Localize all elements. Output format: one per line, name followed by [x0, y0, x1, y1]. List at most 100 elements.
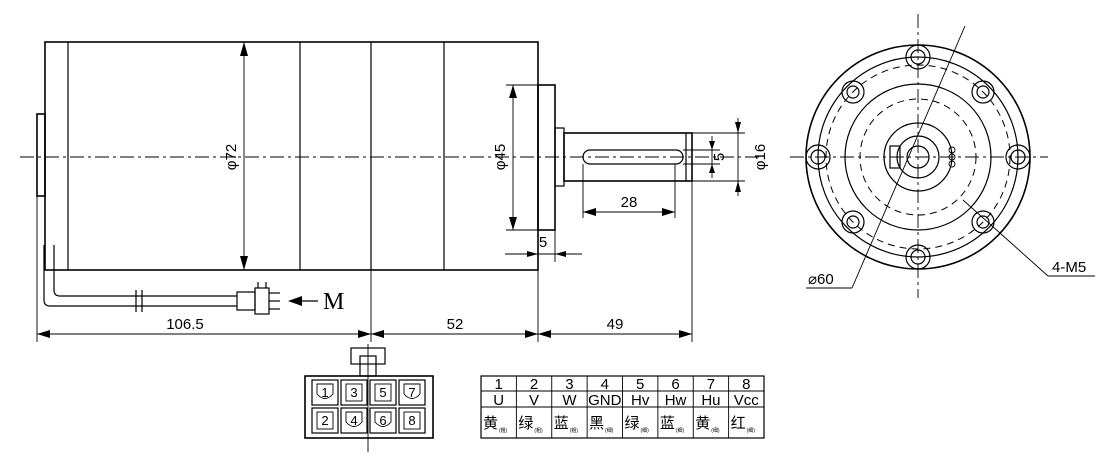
- pin-wire-color: 绿: [625, 415, 640, 432]
- connector-pin-6: 6: [369, 407, 397, 434]
- pin-signal-cell: Hu: [701, 392, 720, 409]
- pin-wire-gauge: (细): [641, 427, 650, 434]
- pin-signal-cell: GND: [588, 392, 622, 409]
- cable-outer: [43, 245, 237, 307]
- connector-pin-number: 3: [350, 385, 357, 400]
- pin-signal-cell: Vcc: [734, 392, 760, 409]
- pin-number-cell: 5: [636, 376, 644, 393]
- pin-signal-cell: W: [562, 392, 577, 409]
- dim-arrow: [527, 251, 538, 257]
- dim-arrow: [583, 208, 596, 216]
- connector-pin-number: 5: [379, 385, 386, 400]
- connector-label: M: [323, 289, 344, 315]
- dim-arrow: [538, 330, 551, 338]
- pin-signal-cell: Hw: [665, 392, 687, 409]
- dim-arrow: [709, 141, 715, 150]
- pin-color-cell: 黄(粗): [483, 415, 508, 434]
- front-view: ⌀60 4-M5: [790, 14, 1095, 298]
- pin-color-cell: 蓝(粗): [554, 415, 579, 434]
- pin-number-cell: 3: [565, 376, 573, 393]
- setscrew: [948, 160, 956, 168]
- side-view: φ72 φ45 5 φ16 28 5: [20, 41, 769, 342]
- connector-housing: [254, 287, 270, 315]
- setscrew: [948, 153, 956, 161]
- gearbox-length-label: 52: [447, 316, 464, 333]
- pin-wire-color: 蓝: [660, 415, 675, 432]
- output-shaft: [563, 132, 693, 182]
- pin-number-cell: 4: [601, 376, 609, 393]
- connector-pin-number: 8: [408, 413, 415, 428]
- connector-pin-number: 4: [350, 413, 357, 428]
- pin-wire-color: 黄: [695, 415, 710, 432]
- flange-diameter-label: φ45: [492, 144, 509, 170]
- pin-number-cell: 7: [707, 376, 715, 393]
- key-length-label: 28: [621, 194, 638, 211]
- setscrew: [948, 146, 956, 154]
- pin-number-cell: 1: [495, 376, 503, 393]
- connector-pin-number: 2: [321, 413, 328, 428]
- pin-wire-gauge: (细): [747, 427, 756, 434]
- bearing-ring: [883, 122, 953, 192]
- connector-pin-4: 4: [340, 407, 368, 434]
- dim-arrow: [735, 181, 741, 192]
- pin-wire-color: 红: [731, 415, 746, 432]
- dim-arrow: [555, 251, 566, 257]
- pin-color-cell: 黑(细): [589, 415, 614, 434]
- inner-boss: [844, 83, 992, 231]
- key-end: [889, 145, 901, 169]
- dim-arrow: [37, 330, 50, 338]
- bolt-circle-label: ⌀60: [808, 271, 834, 288]
- mount-hole-bottom: [905, 244, 931, 270]
- motor-length-label: 106.5: [166, 316, 204, 333]
- pin-color-cell: 红(细): [731, 415, 756, 434]
- pin-number-cell: 8: [742, 376, 750, 393]
- pin-wire-gauge: (细): [676, 427, 685, 434]
- pin-color-cell: 绿(细): [625, 415, 650, 434]
- dim-arrow: [509, 217, 517, 230]
- motor-body: [44, 41, 539, 271]
- connector-pin-2: 2: [311, 407, 339, 434]
- dim-arrow: [509, 85, 517, 98]
- connector-pin-number: 6: [379, 413, 386, 428]
- dim-arrow: [371, 330, 384, 338]
- mount-hole-top: [905, 44, 931, 70]
- connector-pin-7: 7: [398, 379, 426, 406]
- connector-body: [304, 375, 434, 439]
- flange-thickness-label: 5: [539, 234, 547, 251]
- pin-wire-gauge: (粗): [499, 427, 508, 434]
- cable-inner: [53, 245, 237, 297]
- key-slot: [582, 149, 684, 165]
- dim-arrow: [709, 164, 715, 173]
- pilot-circle: [859, 98, 977, 216]
- pin-signal-cell: Hv: [631, 392, 650, 409]
- bolt-circle-leader: [851, 25, 966, 289]
- pin-color-cell: 蓝(细): [660, 415, 685, 434]
- connector-pin-8: 8: [398, 407, 426, 434]
- mount-hole-left: [805, 144, 831, 170]
- pin-wire-gauge: (细): [711, 427, 720, 434]
- connector-plug: [236, 291, 256, 311]
- connector-arrow-head: [288, 296, 302, 306]
- mount-holes-label: 4-M5: [1052, 259, 1086, 276]
- bolt-circle: [825, 64, 1011, 250]
- pin-color-cell: 绿(粗): [518, 415, 543, 434]
- flange-ring: [817, 56, 1019, 258]
- dim-arrow: [358, 330, 371, 338]
- connector-pin-5: 5: [369, 379, 397, 406]
- pin-signal-cell: V: [529, 392, 539, 409]
- pin-wire-color: 黄: [483, 415, 498, 432]
- shaft-diameter-label: φ16: [752, 144, 769, 170]
- pin-wire-gauge: (粗): [534, 427, 543, 434]
- dim-arrow: [679, 330, 692, 338]
- connector-pin-number: 1: [321, 385, 328, 400]
- pin-signal-cell: U: [493, 392, 504, 409]
- pin-wire-color: 黑: [589, 415, 604, 432]
- dim-arrow: [240, 42, 248, 56]
- mount-hole-right: [1005, 144, 1031, 170]
- output-flange: [537, 84, 556, 231]
- pin-color-cell: 黄(细): [695, 415, 720, 434]
- shaft-length-label: 49: [607, 316, 624, 333]
- pin-number-cell: 6: [671, 376, 679, 393]
- dim-arrow: [240, 256, 248, 270]
- rear-cap: [36, 113, 46, 197]
